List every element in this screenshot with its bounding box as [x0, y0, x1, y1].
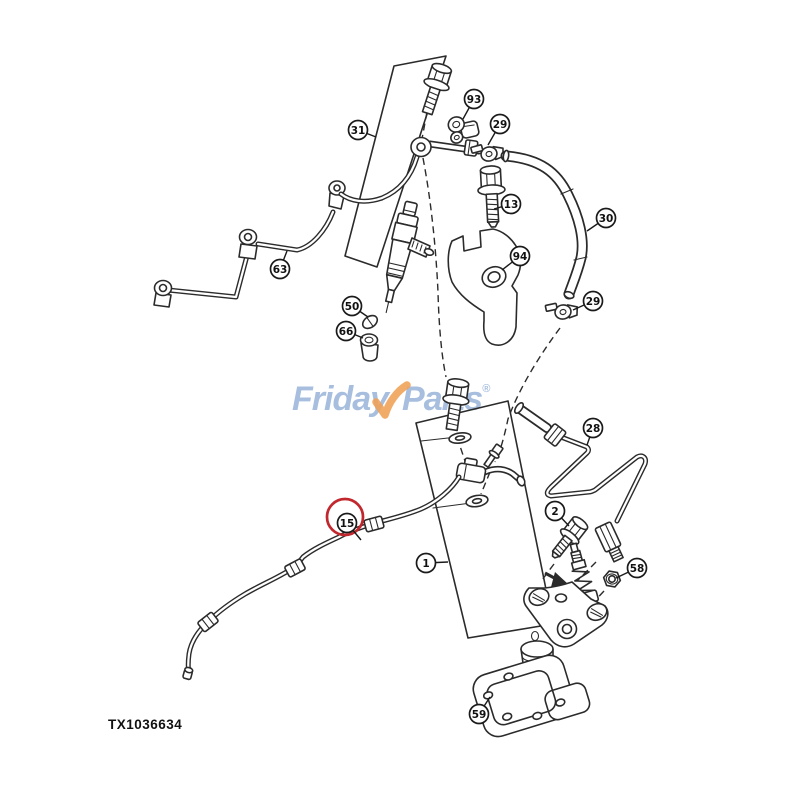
callout-number: 29 [586, 296, 601, 308]
callout-number: 94 [513, 251, 528, 263]
watermark-check-icon [372, 381, 411, 419]
callout-circle [544, 500, 566, 522]
group-outline-31 [344, 55, 447, 268]
callout-number: 50 [345, 301, 360, 313]
callout-number: 63 [273, 264, 288, 276]
flange-bolt-2 [551, 516, 589, 559]
seal-washer-50 [361, 314, 379, 330]
callout-29: 29 [487, 113, 511, 146]
nut-58 [602, 570, 622, 588]
callout-circle [595, 207, 617, 229]
bracket-94 [447, 228, 522, 346]
callout-number: 2 [551, 506, 558, 518]
callout-63: 63 [269, 250, 291, 280]
callout-number: 31 [351, 125, 366, 137]
callout-50: 50 [341, 295, 369, 318]
sealing-washer-lower [465, 494, 489, 508]
fuel-line-15 [182, 474, 462, 681]
timing-arrow-head [551, 572, 568, 587]
callout-circle [341, 295, 363, 317]
callout-15: 15 [325, 497, 365, 541]
tee-fitting [455, 457, 526, 487]
callout-number: 13 [504, 199, 519, 211]
callout-circle [335, 320, 357, 342]
callout-58: 58 [615, 557, 648, 579]
highlight-ring [325, 497, 365, 537]
gasket-59 [472, 654, 591, 738]
line-15-fitting-1 [363, 515, 385, 533]
callout-number: 28 [586, 423, 601, 435]
callout-circle [582, 290, 604, 312]
callout-30: 30 [586, 207, 617, 232]
callout-number: 15 [340, 518, 355, 530]
fuel-return-line-28 [513, 401, 648, 563]
flange-bolt-13 [477, 165, 506, 228]
fuel-injector [384, 200, 435, 314]
callout-28: 28 [582, 417, 604, 446]
callout-circle [500, 193, 522, 215]
callout-59: 59 [468, 696, 491, 725]
callout-2: 2 [544, 500, 570, 527]
line-15-fitting-3 [197, 611, 219, 633]
callout-circle [489, 113, 511, 135]
hose-30 [500, 149, 588, 300]
callout-13: 13 [493, 193, 522, 215]
connector-bolt-small [483, 443, 504, 469]
callout-circle [509, 245, 531, 267]
callout-number: 29 [493, 119, 508, 131]
line-15-end-cap [182, 666, 194, 681]
callout-31: 31 [347, 119, 377, 141]
callout-number: 66 [339, 326, 354, 338]
pump-ear-right [586, 602, 608, 622]
callout-66: 66 [335, 320, 364, 342]
injection-line-31 [338, 136, 483, 204]
callout-circle [582, 417, 604, 439]
callout-number: 1 [422, 558, 429, 570]
grommet-66 [359, 333, 379, 362]
callout-circle [468, 703, 490, 725]
line-28-union-fitting [594, 521, 624, 563]
line-15-fitting-2 [284, 558, 306, 578]
callout-number: 58 [630, 563, 645, 575]
pump-ear-left [528, 587, 550, 607]
callout-circle [269, 258, 291, 280]
fuel-line-63 [153, 180, 346, 308]
callout-circle [626, 557, 648, 579]
callout-circle [347, 119, 369, 141]
callout-1: 1 [415, 552, 449, 574]
drawing-number: TX1036634 [108, 717, 183, 732]
callout-circle [336, 512, 358, 534]
hose-clamp-29-lower [544, 302, 579, 320]
callout-number: 59 [472, 709, 487, 721]
callout-29: 29 [572, 290, 604, 312]
flange-bolt-top [421, 62, 453, 116]
callout-93: 93 [462, 88, 485, 120]
registered-mark: ® [482, 383, 491, 395]
watermark-text-left: Friday [292, 380, 389, 418]
callout-circle [415, 552, 437, 574]
flange-bolt-tee [442, 378, 470, 432]
line-28-nut [543, 423, 567, 447]
callout-circle [463, 88, 485, 110]
sealing-washer-upper [448, 432, 472, 444]
clamp-93 [447, 116, 480, 144]
tick-to-washer-lower [432, 502, 472, 509]
callout-number: 30 [599, 213, 614, 225]
callout-94: 94 [501, 245, 531, 271]
callout-number: 93 [467, 94, 482, 106]
